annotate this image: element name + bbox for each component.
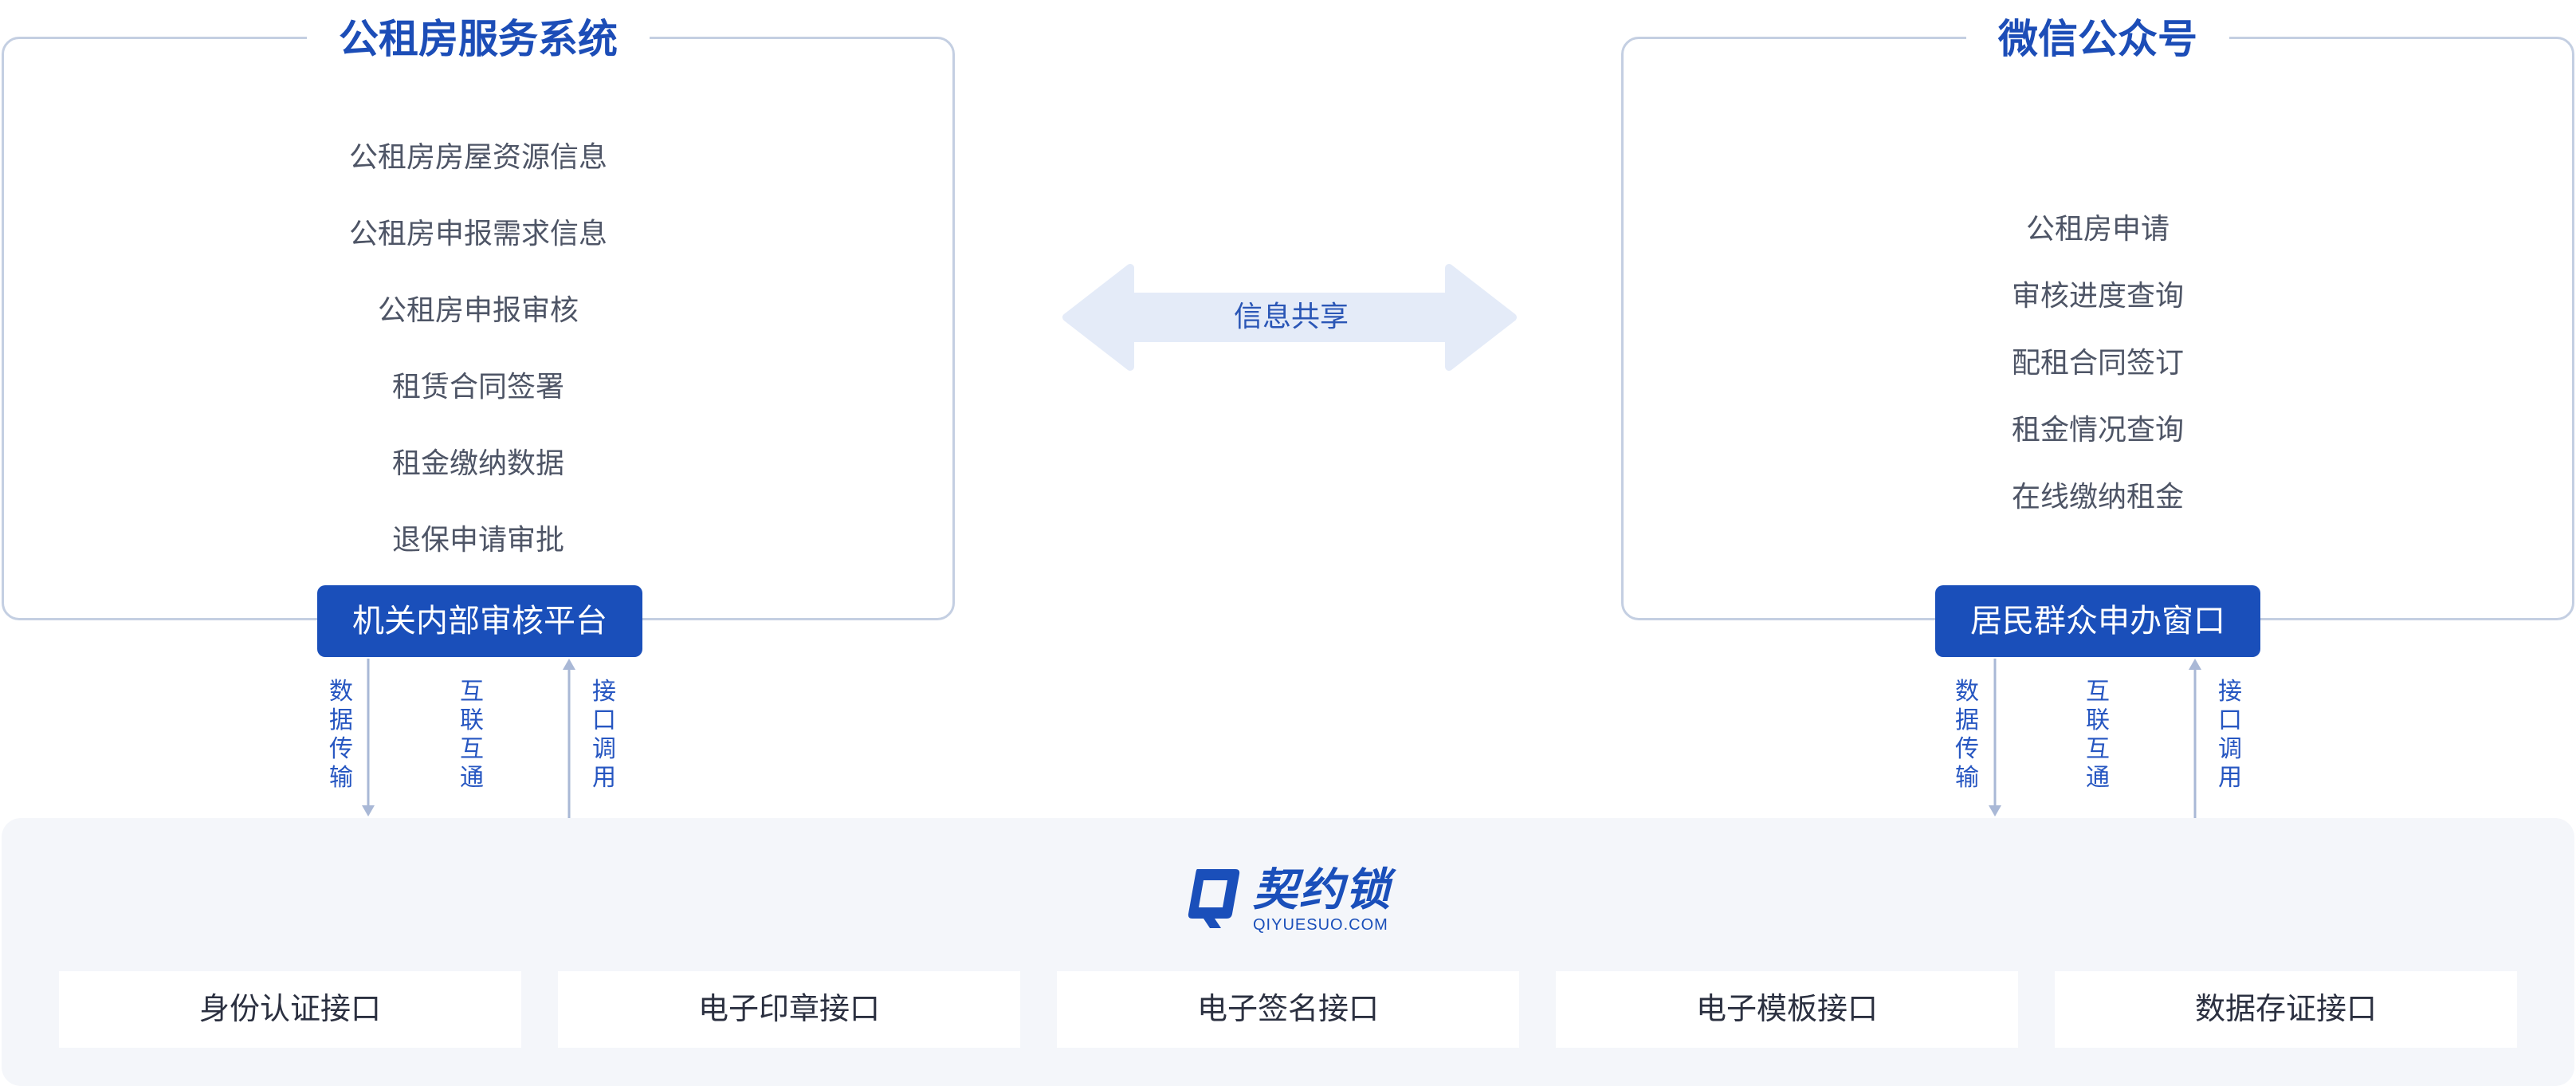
gongzufang-system-title: 公租房服务系统 [307, 15, 650, 63]
label-char: 传 [329, 736, 353, 762]
label-char: 用 [2218, 765, 2242, 791]
list-item: 配租合同签订 [2011, 346, 2184, 379]
list-item: 审核进度查询 [2011, 279, 2184, 312]
label-char: 调 [592, 736, 616, 762]
gongzufang-system-item-list: 公租房房屋资源信息 公租房申报需求信息 公租房申报审核 租赁合同签署 租金缴纳数… [4, 119, 952, 578]
qiyuesuo-logo-icon [1188, 869, 1240, 928]
qiyuesuo-logo-name: 契约锁 [1253, 864, 1392, 915]
label-char: 数 [329, 679, 353, 705]
label-char: 据 [1955, 707, 1979, 734]
list-item: 租金缴纳数据 [391, 447, 564, 479]
data-evidence-api-card: 数据存证接口 [2055, 971, 2517, 1048]
right-api-call-arrowhead [2189, 659, 2201, 670]
left-api-call-label: 接 口 调 用 [588, 678, 620, 793]
label-char: 用 [592, 765, 616, 791]
list-item: 公租房申请 [2025, 212, 2170, 245]
label-char: 互 [460, 736, 484, 762]
right-data-transfer-label: 数 据 传 输 [1951, 678, 1983, 793]
right-interconnect-label: 互 联 互 通 [2082, 678, 2114, 793]
right-api-call-label: 接 口 调 用 [2214, 678, 2246, 793]
label-char: 互 [460, 679, 484, 705]
label-char: 据 [329, 707, 353, 734]
label-char: 口 [592, 707, 616, 734]
list-item: 公租房申报需求信息 [348, 217, 607, 250]
wechat-item-list: 公租房申请 审核进度查询 配租合同签订 租金情况查询 在线缴纳租金 [1624, 195, 2572, 530]
wechat-official-account-title: 微信公众号 [1966, 15, 2229, 63]
label-char: 接 [2218, 679, 2242, 705]
gongzufang-system-panel: 公租房服务系统 公租房房屋资源信息 公租房申报需求信息 公租房申报审核 租赁合同… [2, 15, 955, 620]
qiyuesuo-logo-domain: QIYUESUO.COM [1253, 916, 1388, 934]
info-share-double-arrow [1062, 264, 1517, 371]
label-char: 互 [2086, 736, 2110, 762]
left-interconnect-label: 互 联 互 通 [456, 678, 488, 793]
identity-auth-api-card: 身份认证接口 [59, 971, 521, 1048]
info-share-label: 信息共享 [1233, 300, 1349, 332]
label-char: 传 [1955, 736, 1979, 762]
list-item: 公租房申报审核 [377, 293, 579, 326]
label-char: 通 [2086, 765, 2110, 791]
label-char: 口 [2218, 707, 2242, 734]
label-char: 通 [460, 765, 484, 791]
electronic-template-api-card: 电子模板接口 [1556, 971, 2018, 1048]
left-api-call-arrowhead [563, 659, 575, 670]
label-char: 互 [2086, 679, 2110, 705]
list-item: 公租房房屋资源信息 [348, 140, 607, 173]
label-char: 接 [592, 679, 616, 705]
label-char: 联 [460, 707, 484, 734]
resident-service-window-badge: 居民群众申办窗口 [1935, 585, 2260, 657]
list-item: 在线缴纳租金 [2011, 480, 2184, 513]
label-char: 调 [2218, 736, 2242, 762]
left-data-transfer-label: 数 据 传 输 [325, 678, 357, 793]
electronic-signature-api-card: 电子签名接口 [1057, 971, 1519, 1048]
label-char: 联 [2086, 707, 2110, 734]
electronic-seal-api-card: 电子印章接口 [558, 971, 1020, 1048]
list-item: 退保申请审批 [391, 523, 564, 556]
label-char: 输 [1955, 765, 1979, 791]
list-item: 租金情况查询 [2011, 413, 2184, 446]
label-char: 数 [1955, 679, 1979, 705]
left-data-transfer-arrowhead [362, 805, 375, 816]
list-item: 租赁合同签署 [391, 370, 564, 403]
label-char: 输 [329, 765, 353, 791]
internal-review-platform-badge: 机关内部审核平台 [317, 585, 642, 657]
right-data-transfer-arrowhead [1989, 805, 2001, 816]
